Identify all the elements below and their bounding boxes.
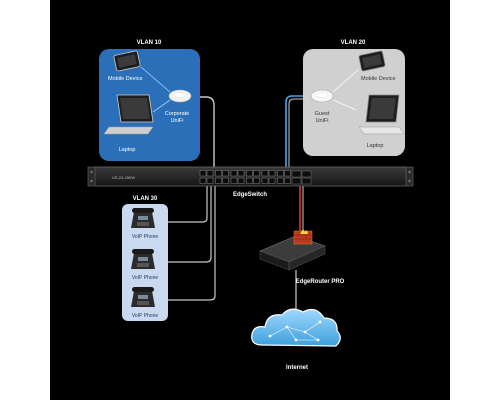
- router-name-label: EdgeRouter PRO: [296, 279, 345, 285]
- rj45-port: [246, 177, 253, 184]
- phone-label: VoIP Phone: [132, 313, 159, 319]
- cable-corporate-ap: [190, 96, 215, 168]
- wireless-link: [332, 69, 359, 93]
- firewall-icon: [293, 229, 313, 245]
- tablet-icon: [358, 50, 386, 72]
- rj45-port: [206, 170, 214, 177]
- wireless-link: [152, 99, 171, 113]
- vlan-guest-mobile-label: Mobile Device: [361, 76, 396, 82]
- laptop-icon: [103, 94, 154, 135]
- rj45-port: [268, 170, 276, 177]
- internet-cloud-icon: [251, 308, 341, 347]
- sfp-port: [291, 170, 302, 178]
- phone-icon: [131, 287, 155, 307]
- vlan-voip-title: VLAN 30: [133, 196, 158, 202]
- rj45-port: [237, 177, 245, 184]
- vlan-voip-group: VLAN 30 VoIP Phone VoIP Phone: [122, 196, 168, 321]
- rj45-port: [222, 170, 229, 177]
- rj45-port: [253, 177, 260, 184]
- rj45-port: [277, 170, 284, 177]
- rj45-port: [206, 177, 214, 184]
- cable-phone-2: [168, 186, 212, 263]
- vlan-guest-group: VLAN 20 Mobile Device Guest UniFi: [303, 40, 405, 156]
- router-body-side: [288, 245, 326, 271]
- cable-phone-1: [168, 186, 208, 223]
- rj45-port: [253, 170, 260, 177]
- vlan-corporate-group: VLAN 10 Mobile Device Corporate UniFi: [99, 40, 200, 161]
- cable-guest-ap: [285, 95, 307, 168]
- rj45-port: [222, 177, 229, 184]
- sfp-port: [291, 177, 302, 185]
- vlan-corporate-title: VLAN 10: [137, 40, 162, 46]
- edgerouter: EdgeRouter PRO: [259, 229, 345, 285]
- phone-label: VoIP Phone: [132, 275, 159, 281]
- vlan-corporate-ap-label-1: Corporate: [165, 111, 189, 117]
- rj45-port: [284, 177, 291, 184]
- wireless-link: [140, 66, 171, 93]
- rj45-port: [199, 177, 207, 184]
- rj45-port: [199, 170, 207, 177]
- switch-ports: [199, 170, 291, 184]
- vlan-guest-ap-label-1: Guest: [315, 111, 330, 117]
- internet-label: Internet: [286, 365, 308, 371]
- rj45-port: [237, 170, 245, 177]
- rj45-port: [284, 170, 291, 177]
- phone-label: VoIP Phone: [132, 234, 159, 240]
- vlan-corporate-laptop-label: Laptop: [119, 147, 136, 153]
- rack-ear-right: [405, 166, 414, 187]
- rj45-port: [261, 177, 269, 184]
- switch-model-text: US-24-250W: [112, 175, 135, 180]
- rj45-port: [246, 170, 253, 177]
- rack-ear-left: [87, 166, 96, 187]
- phone-icon: [131, 208, 155, 228]
- rj45-port: [215, 170, 222, 177]
- edgeswitch: US-24-250W EdgeSwitch: [87, 166, 414, 198]
- vlan-corporate-ap-label-2: UniFi: [171, 118, 184, 124]
- rj45-port: [230, 170, 238, 177]
- vlan-guest-title: VLAN 20: [341, 40, 366, 46]
- access-point-icon: [168, 89, 192, 103]
- rj45-port: [261, 170, 269, 177]
- sfp-port: [301, 177, 312, 185]
- cable-phone-3: [168, 186, 216, 301]
- rj45-port: [215, 177, 222, 184]
- rj45-port: [230, 177, 238, 184]
- rj45-port: [277, 177, 284, 184]
- tablet-icon: [113, 50, 141, 72]
- rj45-port: [268, 177, 276, 184]
- cables: [168, 95, 309, 322]
- vlan-guest-ap-label-2: UniFi: [316, 118, 329, 124]
- access-point-icon: [310, 89, 334, 103]
- phone-icon: [131, 249, 155, 269]
- laptop-icon: [358, 94, 405, 135]
- vlan-guest-laptop-label: Laptop: [367, 143, 384, 149]
- wireless-link: [332, 99, 357, 111]
- switch-name-label: EdgeSwitch: [233, 192, 267, 198]
- sfp-port: [301, 170, 312, 178]
- vlan-corporate-mobile-label: Mobile Device: [108, 76, 143, 82]
